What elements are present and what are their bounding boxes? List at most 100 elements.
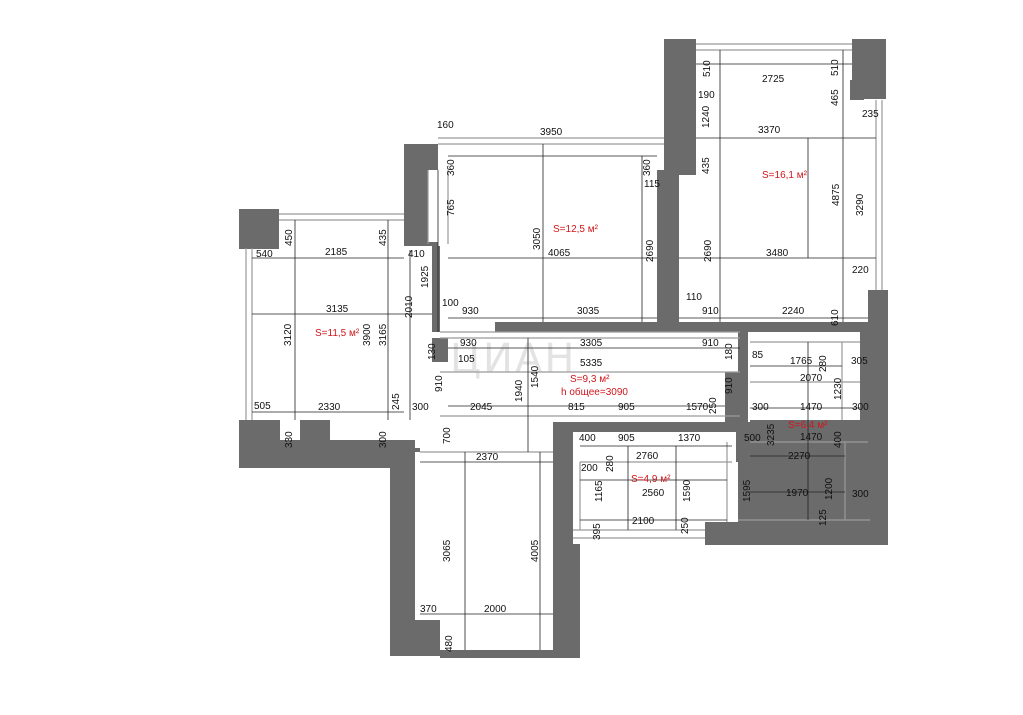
- dim-label: 2100: [632, 516, 655, 527]
- dim-label: 910: [702, 338, 719, 349]
- dim-label: 3165: [378, 323, 389, 346]
- room-area-label: S=16,1 м²: [762, 170, 808, 181]
- dim-label: 4875: [831, 183, 842, 206]
- room-area-label: S=6,4 м²: [788, 420, 828, 431]
- wall-partition: [404, 144, 428, 242]
- dim-label: 2185: [325, 247, 348, 258]
- dim-label: 3050: [532, 227, 543, 250]
- dim-label: 235: [862, 109, 879, 120]
- dim-label: 250: [680, 517, 691, 534]
- dim-label: 100: [442, 298, 459, 309]
- dim-label: 370: [420, 604, 437, 615]
- dim-label: 905: [618, 433, 635, 444]
- wall-partition: [738, 332, 748, 422]
- room-area-label: S=4,9 м²: [631, 474, 671, 485]
- dim-label: 510: [702, 60, 713, 77]
- dim-label: 2690: [645, 239, 656, 262]
- dim-label: 500: [744, 433, 761, 444]
- dim-label: 910: [434, 375, 445, 392]
- dim-label: 3035: [577, 306, 600, 317]
- dim-label: 395: [592, 523, 603, 540]
- dim-label: 1470: [800, 402, 823, 413]
- dim-label: 1165: [594, 480, 605, 502]
- dim-label: 300: [752, 402, 769, 413]
- dim-label: 540: [256, 249, 273, 260]
- room-area-label: S=12,5 м²: [553, 224, 599, 235]
- dim-label: 480: [444, 635, 455, 652]
- dim-label: 180: [724, 343, 735, 360]
- dim-label: 280: [605, 455, 616, 472]
- dim-label: 2560: [642, 488, 665, 499]
- dim-label: 465: [830, 89, 841, 106]
- room-area-label: h общее=3090: [561, 386, 628, 398]
- area-labels: S=11,5 м² S=12,5 м² S=16,1 м² S=9,3 м² h…: [315, 170, 828, 485]
- dim-label: 610: [830, 309, 841, 326]
- dim-label: 1240: [701, 105, 712, 128]
- dim-label: 1470: [800, 432, 823, 443]
- dim-label: 505: [254, 401, 271, 412]
- dim-label: 1200: [824, 477, 835, 500]
- dim-label: 3065: [442, 539, 453, 562]
- dim-label: 85: [752, 350, 764, 361]
- dim-label: 1925: [420, 265, 431, 288]
- wall-right-block: [705, 290, 888, 545]
- dim-label: 300: [412, 402, 429, 413]
- dimension-lines: [252, 50, 876, 650]
- dim-label: 1970: [786, 488, 809, 499]
- dim-label: 2370: [476, 452, 499, 463]
- dim-label: 3900: [362, 323, 373, 346]
- room-area-label: S=9,3 м²: [570, 374, 610, 385]
- dim-label: 435: [701, 157, 712, 174]
- dim-label: 330: [284, 431, 295, 448]
- dim-label: 1595: [742, 479, 753, 502]
- dim-label: 3235: [766, 423, 777, 446]
- dim-label: 410: [408, 249, 425, 260]
- dim-label: 3370: [758, 125, 781, 136]
- dim-label: 2070: [800, 373, 823, 384]
- wall-lower-right: [440, 544, 580, 658]
- dim-label: 3290: [855, 193, 866, 216]
- dim-label: 2000: [484, 604, 507, 615]
- dim-label: 1370: [678, 433, 701, 444]
- dim-label: 245: [391, 393, 402, 410]
- wall-partition: [404, 242, 438, 246]
- dim-label: 160: [437, 120, 454, 131]
- dim-label: 905: [618, 402, 635, 413]
- dim-label: 400: [579, 433, 596, 444]
- dim-label: 930: [462, 306, 479, 317]
- dim-label: 3135: [326, 304, 349, 315]
- dim-label: 200: [581, 463, 598, 474]
- dim-label: 3480: [766, 248, 789, 259]
- dim-label: 280: [818, 355, 829, 372]
- dim-label: 190: [698, 90, 715, 101]
- dim-label: 435: [378, 229, 389, 246]
- wall-partition: [657, 170, 679, 322]
- dim-label: 1540: [530, 365, 541, 388]
- dim-label: 250: [708, 397, 719, 414]
- dim-label: 2045: [470, 402, 493, 413]
- dim-label: 300: [852, 489, 869, 500]
- dim-label: 2690: [703, 239, 714, 262]
- dim-label: 220: [852, 265, 869, 276]
- dim-label: 2725: [762, 74, 785, 85]
- wall-partition: [679, 322, 869, 332]
- dim-label: 700: [442, 427, 453, 444]
- room-area-label: S=11,5 м²: [315, 328, 360, 339]
- dim-label: 2760: [636, 451, 659, 462]
- wall-partition: [725, 372, 740, 422]
- wall-left-bottom: [239, 420, 420, 468]
- dim-label: 360: [446, 159, 457, 176]
- wall-partition: [553, 422, 573, 544]
- dim-label: 105: [458, 354, 475, 365]
- dim-label: 3950: [540, 127, 563, 138]
- dim-label: 110: [686, 292, 702, 303]
- walls: [239, 39, 888, 658]
- dim-label: 305: [851, 356, 868, 367]
- dim-label: 3305: [580, 338, 603, 349]
- dimension-labels: 160 3950 510 2725 510 465 190 235 1240 3…: [254, 59, 879, 652]
- wall-partition: [495, 322, 679, 332]
- dim-label: 1940: [514, 379, 525, 402]
- dim-label: 910: [724, 377, 735, 394]
- dim-label: 450: [284, 229, 295, 246]
